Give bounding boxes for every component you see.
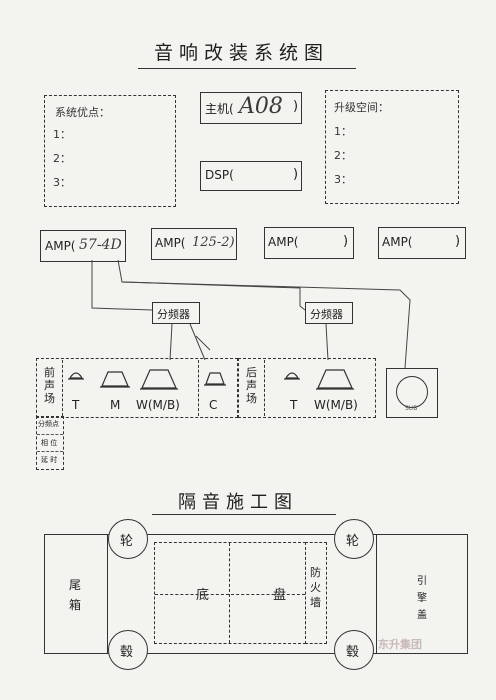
front-wheel-bottom: 毂 xyxy=(334,630,374,670)
advantages-heading: 系统优点： xyxy=(55,106,110,119)
tuning-phase: 相 位 xyxy=(41,439,58,447)
crossover-rear: 分频器 xyxy=(305,302,353,324)
advantage-item-2: 2： xyxy=(53,152,71,165)
chassis-vertical-divider xyxy=(229,543,230,643)
dsp-box: DSP( ) xyxy=(200,161,302,191)
head-unit-close: ) xyxy=(293,99,299,114)
rear-wheel-bottom-label: 毂 xyxy=(120,645,134,660)
soundproofing-title: 隔音施工图 xyxy=(178,492,298,513)
rear-woofer-icon xyxy=(317,369,353,389)
advantage-item-3: 3： xyxy=(53,176,71,189)
front-woofer-label: W(M/B) xyxy=(136,398,180,412)
upgrade-item-3: 3： xyxy=(334,173,352,186)
amp-4-label: AMP( xyxy=(382,235,413,249)
front-stage-zone xyxy=(36,358,238,418)
amp-3-label: AMP( xyxy=(268,235,299,249)
subwoofer-cone-icon xyxy=(396,376,428,408)
subwoofer-label: SUB xyxy=(405,405,418,412)
firewall-zone: 防火墙 xyxy=(305,542,327,644)
rear-tweeter-icon xyxy=(284,372,300,379)
front-tweeter-label: T xyxy=(72,398,80,412)
rear-wheel-bottom: 毂 xyxy=(108,630,148,670)
upgrade-space-panel: 升级空间： 1： 2： 3： xyxy=(325,90,459,204)
front-stage-label: 前声场 xyxy=(44,366,55,405)
tuning-divider-2 xyxy=(37,451,63,452)
upgrade-item-1: 1： xyxy=(334,125,352,138)
rear-wheel-top-label: 轮 xyxy=(120,534,134,549)
system-advantages-panel: 系统优点： 1： 2： 3： xyxy=(44,95,176,207)
crossover-rear-label: 分频器 xyxy=(310,308,343,321)
trunk-label: 尾箱 xyxy=(69,578,82,612)
front-divider-2 xyxy=(198,360,199,416)
title-underline xyxy=(138,68,356,69)
amp-2-value: 125-2) xyxy=(192,235,235,250)
engine-hood-box: 引擎盖 xyxy=(376,534,468,654)
rear-stage-zone xyxy=(238,358,376,418)
title2-underline xyxy=(152,514,336,515)
upgrade-heading: 升级空间： xyxy=(334,101,389,114)
trunk-box: 尾箱 xyxy=(44,534,108,654)
car-body-outline xyxy=(106,534,376,654)
dsp-label: DSP( xyxy=(205,168,234,182)
front-wheel-top-label: 轮 xyxy=(346,534,360,549)
tweeter-icon xyxy=(68,372,84,379)
rear-tweeter-label: T xyxy=(290,398,298,412)
rear-divider-1 xyxy=(264,360,265,416)
firewall-label: 防火墙 xyxy=(310,566,321,609)
head-unit-box: 主机( A08 ) xyxy=(200,92,302,124)
tuning-delay: 延 时 xyxy=(41,456,58,464)
amp-1-label: AMP( xyxy=(45,239,76,253)
upgrade-item-2: 2： xyxy=(334,149,352,162)
amp-1-value: 57-4D xyxy=(79,237,122,253)
crossover-front: 分频器 xyxy=(152,302,200,324)
woofer-icon xyxy=(141,369,177,389)
amp-box-2: AMP( 125-2) xyxy=(151,228,237,260)
front-divider-1 xyxy=(62,360,63,416)
subwoofer-box: SUB xyxy=(386,368,438,418)
amp-4-close: ) xyxy=(455,234,461,249)
center-label: C xyxy=(209,398,218,412)
advantage-item-1: 1： xyxy=(53,128,71,141)
midrange-icon xyxy=(101,371,129,387)
dsp-close: ) xyxy=(293,167,299,182)
rear-woofer-label: W(M/B) xyxy=(314,398,358,412)
company-watermark: 东升集团 xyxy=(378,638,422,651)
tuning-side-panel: 分频点 相 位 延 时 xyxy=(36,416,64,470)
front-wheel-top: 轮 xyxy=(334,519,374,559)
chassis-horizontal-divider xyxy=(155,594,305,595)
amp-3-close: ) xyxy=(343,234,349,249)
rear-stage-label: 后声场 xyxy=(246,366,257,405)
amp-2-label: AMP( xyxy=(155,236,186,250)
rear-wheel-top: 轮 xyxy=(108,519,148,559)
crossover-front-label: 分频器 xyxy=(157,308,190,321)
amp-box-4: AMP( ) xyxy=(378,227,466,259)
center-speaker-icon xyxy=(205,372,225,385)
engine-hood-label: 引擎盖 xyxy=(417,576,427,621)
chassis-label: 底 盘 xyxy=(196,588,317,603)
system-diagram-title: 音响改装系统图 xyxy=(154,42,330,64)
front-wheel-bottom-label: 毂 xyxy=(346,645,360,660)
tuning-crossover-point: 分频点 xyxy=(38,420,59,428)
front-mid-label: M xyxy=(110,398,121,412)
tuning-divider-1 xyxy=(37,434,63,435)
amp-box-1: AMP( 57-4D xyxy=(40,230,126,262)
head-unit-value: A08 xyxy=(239,94,283,119)
amp-box-3: AMP( ) xyxy=(264,227,354,259)
head-unit-label: 主机( xyxy=(205,102,234,116)
